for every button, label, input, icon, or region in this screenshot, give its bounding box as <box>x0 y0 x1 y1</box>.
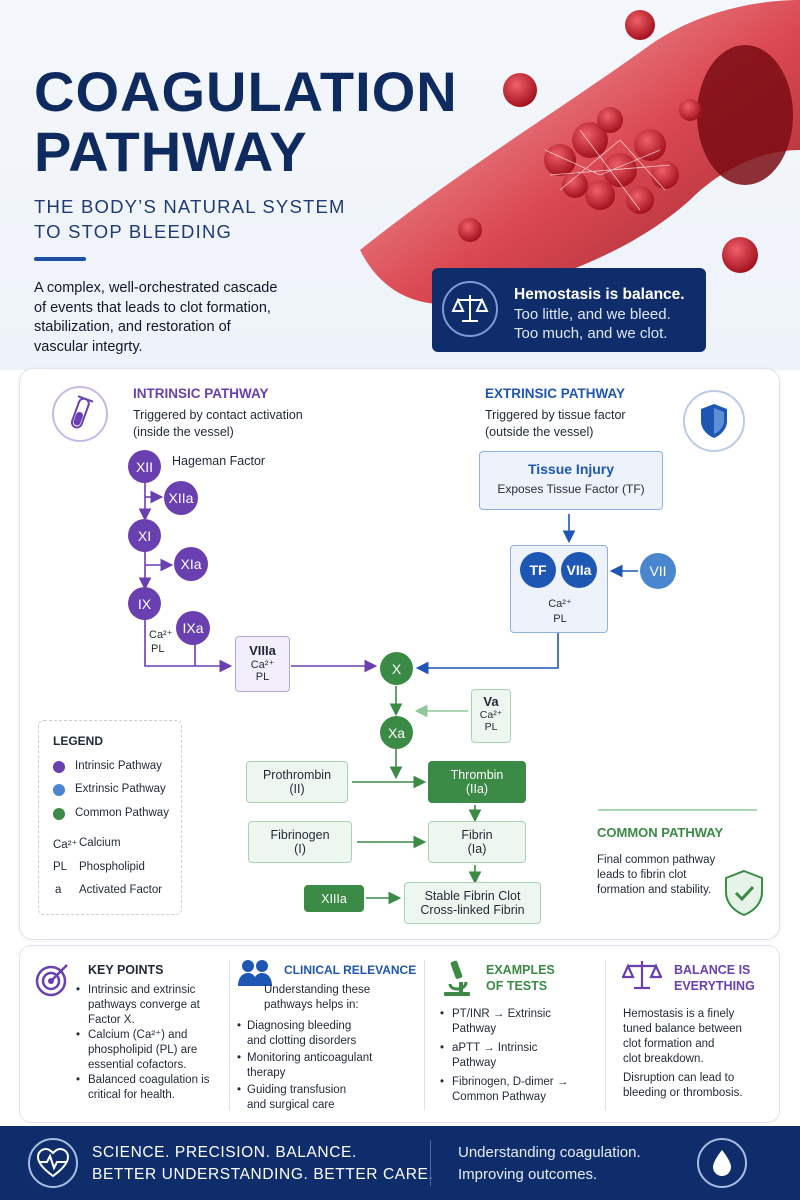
tissue-injury-box: Tissue Injury Exposes Tissue Factor (TF) <box>479 451 663 510</box>
legend-extrinsic-swatch <box>53 784 65 796</box>
factor-viia-node: VIIa <box>561 552 597 588</box>
prothrombin-box: Prothrombin (II) <box>246 761 348 803</box>
factor-xia-node: XIa <box>174 547 208 581</box>
legend-intrinsic-label: Intrinsic Pathway <box>75 760 162 772</box>
divider <box>605 960 606 1110</box>
factor-xii-node: XII <box>128 450 161 483</box>
factor-xiia-node: XIIa <box>164 481 198 515</box>
pathway-arrows <box>138 482 757 905</box>
title-divider <box>34 257 86 261</box>
divider <box>424 960 425 1110</box>
extrinsic-desc-2: (outside the vessel) <box>485 425 594 439</box>
legend-a-key: a <box>55 884 62 896</box>
intrinsic-desc-2: (inside the vessel) <box>133 425 234 439</box>
balance-card: Hemostasis is balance. Too little, and w… <box>432 268 706 352</box>
footer-tagline-2: BETTER UNDERSTANDING. BETTER CARE. <box>92 1166 434 1183</box>
legend-pl-key: PL <box>53 861 68 873</box>
extrinsic-desc-1: Triggered by tissue factor <box>485 408 626 422</box>
balance-line-1: Too little, and we bleed. <box>514 306 671 323</box>
factor-ixa-node: IXa <box>176 611 210 645</box>
fibrin-box: Fibrin (Ia) <box>428 821 526 863</box>
blood-vessel-illustration <box>360 0 800 305</box>
hageman-label: Hageman Factor <box>172 454 266 468</box>
fibrinogen-box: Fibrinogen (I) <box>248 821 352 863</box>
factor-x-node: X <box>380 652 413 685</box>
footer-message-1: Understanding coagulation. <box>458 1144 641 1161</box>
legend-pl-value: Phospholipid <box>79 861 145 873</box>
thrombin-box: Thrombin (IIa) <box>428 761 526 803</box>
test-tube-icon <box>52 386 108 442</box>
balance-line-2: Too much, and we clot. <box>514 325 668 342</box>
factor-xiiia-box: XIIIa <box>304 885 364 912</box>
legend: LEGEND Intrinsic Pathway Extrinsic Pathw… <box>38 720 182 915</box>
scale-icon <box>442 281 498 337</box>
legend-common-swatch <box>53 808 65 820</box>
factor-xi-node: XI <box>128 519 161 552</box>
intrinsic-ca-label: Ca²⁺ <box>149 629 173 641</box>
extrinsic-title: EXTRINSIC PATHWAY <box>485 386 626 401</box>
balance-title: Hemostasis is balance. <box>514 286 685 303</box>
legend-common-label: Common Pathway <box>75 807 169 819</box>
stable-clot-box: Stable Fibrin Clot Cross-linked Fibrin <box>404 882 541 924</box>
microscope-icon <box>440 958 474 998</box>
intrinsic-desc-1: Triggered by contact activation <box>133 408 303 422</box>
intrinsic-pl-label: PL <box>151 643 165 655</box>
tissue-factor-node: TF <box>520 552 556 588</box>
key-points-title: KEY POINTS <box>88 963 164 977</box>
footer: SCIENCE. PRECISION. BALANCE. BETTER UNDE… <box>0 1126 800 1200</box>
footer-tagline-1: SCIENCE. PRECISION. BALANCE. <box>92 1144 357 1161</box>
legend-ca-key: Ca²⁺ <box>53 839 78 851</box>
factor-va-box: Va Ca²⁺ PL <box>471 689 511 743</box>
clinical-title: CLINICAL RELEVANCE <box>284 963 417 977</box>
target-icon <box>34 960 72 998</box>
factor-ix-node: IX <box>128 587 161 620</box>
legend-intrinsic-swatch <box>53 761 65 773</box>
footer-divider <box>430 1140 431 1186</box>
people-icon <box>237 958 273 988</box>
legend-ca-value: Calcium <box>79 837 121 849</box>
legend-extrinsic-label: Extrinsic Pathway <box>75 783 166 795</box>
common-pathway-title: COMMON PATHWAY <box>597 825 724 840</box>
legend-a-value: Activated Factor <box>79 884 163 896</box>
scale-icon <box>621 958 663 992</box>
blood-drop-icon <box>697 1138 747 1188</box>
divider <box>229 960 230 1110</box>
heart-pulse-icon <box>28 1138 78 1188</box>
factor-xa-node: Xa <box>380 716 413 749</box>
intrinsic-title: INTRINSIC PATHWAY <box>133 386 269 401</box>
factor-vii-node: VII <box>640 553 676 589</box>
shield-icon <box>683 390 745 452</box>
check-shield-icon <box>721 868 767 918</box>
factor-viiia-box: VIIIa Ca²⁺ PL <box>235 636 290 692</box>
footer-message-2: Improving outcomes. <box>458 1166 598 1183</box>
